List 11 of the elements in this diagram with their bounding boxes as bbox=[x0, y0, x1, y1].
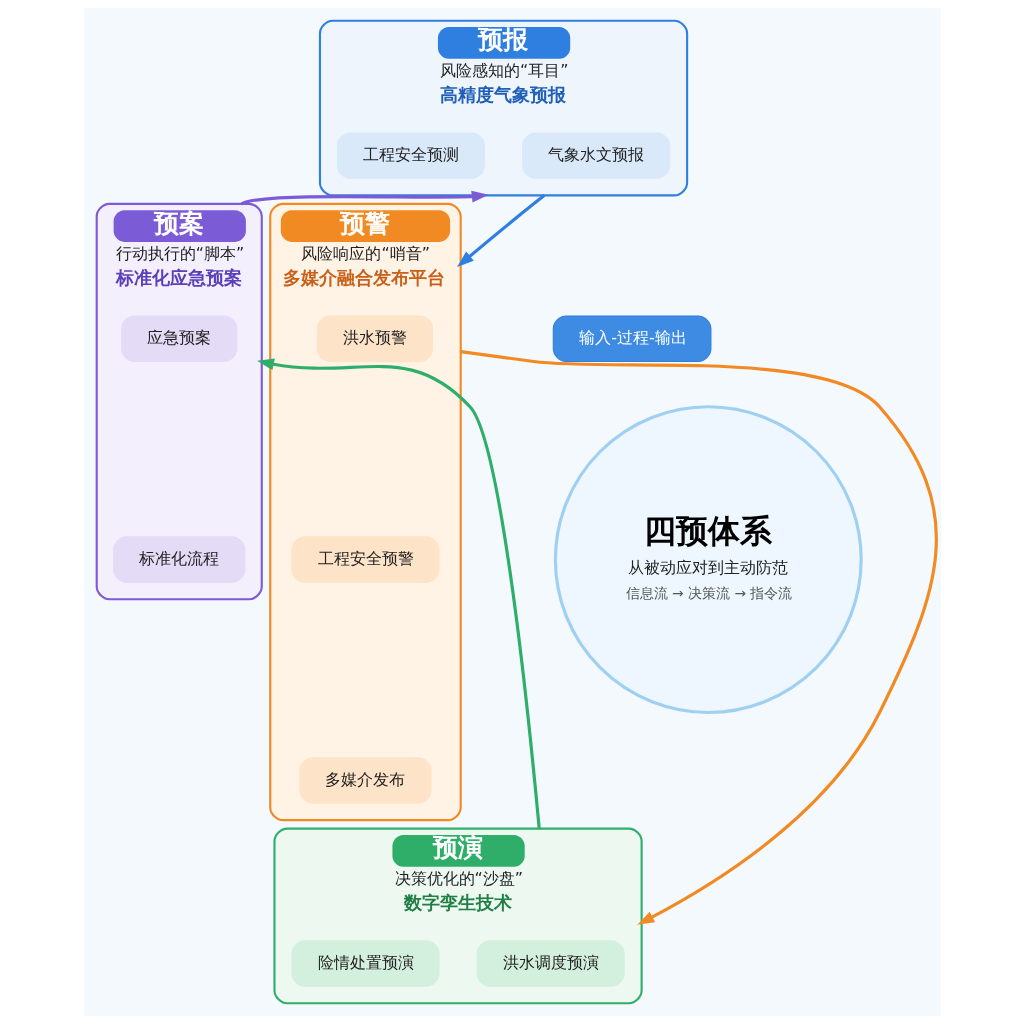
node-box: 险情处置预演 bbox=[290, 940, 440, 987]
arrow bbox=[456, 194, 545, 268]
arrow bbox=[256, 358, 541, 829]
node-circle: 四预体系 从被动应对到主动防范 信息流 → 决策流 → 指令流 bbox=[553, 405, 863, 715]
arrow bbox=[240, 190, 489, 206]
node-box: 多媒介发布 bbox=[298, 757, 432, 804]
node-box: 工程安全预警 bbox=[290, 536, 440, 583]
node-box: 洪水预警 bbox=[316, 315, 433, 362]
node-box: 输入-过程-输出 bbox=[552, 315, 711, 362]
arrow bbox=[459, 350, 938, 925]
node-box: 洪水调度预演 bbox=[476, 940, 625, 987]
